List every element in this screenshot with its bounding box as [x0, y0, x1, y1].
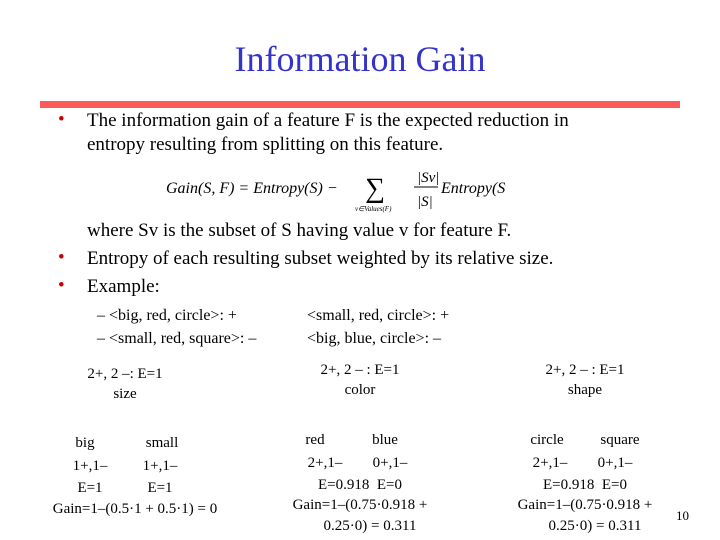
shape-counts-square: 0+,1– — [597, 455, 633, 471]
shape-branch-square: square — [600, 432, 640, 448]
slide-title: Information Gain — [234, 39, 486, 79]
example-right-2: <big, blue, circle>: – — [307, 330, 442, 347]
color-gain-line-2: 0.25·0) = 0.311 — [323, 518, 417, 534]
shape-entropies: E=0.918 E=0 — [543, 477, 627, 493]
example-left-1: – <big, red, circle>: + — [97, 307, 237, 324]
size-split-feature: size — [113, 386, 137, 402]
color-branch-red: red — [305, 432, 325, 448]
shape-gain-line-2: 0.25·0) = 0.311 — [548, 518, 642, 534]
bullet-1-line-1: The information gain of a feature F is t… — [87, 110, 569, 131]
information-gain-formula: Gain(S, F) = Entropy(S) − ∑ v∈Values(F) … — [166, 170, 506, 213]
formula-numerator: |Sv| — [417, 170, 439, 186]
size-counts-small: 1+,1– — [142, 458, 178, 474]
where-line: where Sv is the subset of S having value… — [87, 220, 512, 241]
bullet-1-line-2: entropy resulting from splitting on this… — [87, 134, 444, 155]
size-branch-small: small — [145, 435, 179, 451]
shape-counts-circle: 2+,1– — [532, 455, 568, 471]
example-left-2: – <small, red, square>: – — [97, 330, 257, 347]
example-right-1: <small, red, circle>: + — [307, 307, 450, 324]
color-gain-line-1: Gain=1–(0.75·0.918 + — [292, 497, 428, 513]
shape-branch-circle: circle — [530, 432, 564, 448]
shape-split-feature: shape — [567, 382, 603, 398]
shape-gain-line-1: Gain=1–(0.75·0.918 + — [517, 497, 653, 513]
formula-denominator: |S| — [417, 194, 433, 210]
page-number: 10 — [676, 508, 689, 523]
color-split-feature: color — [344, 382, 376, 398]
bullet-2: Entropy of each resulting subset weighte… — [87, 248, 554, 269]
shape-split-header: 2+, 2 – : E=1 — [545, 362, 625, 378]
size-entropy-small: E=1 — [147, 480, 173, 496]
bullet-marker-3: • — [58, 275, 65, 296]
formula-sigma: ∑ — [365, 173, 385, 204]
size-counts-big: 1+,1– — [72, 458, 108, 474]
color-split-header: 2+, 2 – : E=1 — [320, 362, 400, 378]
size-split-header: 2+, 2 –: E=1 — [87, 366, 163, 382]
color-counts-blue: 0+,1– — [372, 455, 408, 471]
size-entropy-big: E=1 — [77, 480, 103, 496]
color-counts-red: 2+,1– — [307, 455, 343, 471]
bullet-marker-2: • — [58, 247, 65, 268]
formula-lhs: Gain(S, F) = Entropy(S) − — [166, 180, 338, 197]
color-entropies: E=0.918 E=0 — [318, 477, 402, 493]
size-branch-big: big — [75, 435, 95, 451]
formula-rhs: Entropy(Sv) — [440, 180, 506, 197]
size-gain: Gain=1–(0.5·1 + 0.5·1) = 0 — [52, 501, 218, 517]
bullet-3: Example: — [87, 276, 160, 297]
title-divider — [40, 101, 680, 108]
color-branch-blue: blue — [372, 432, 398, 448]
formula-sum-subscript: v∈Values(F) — [355, 205, 392, 213]
bullet-marker-1: • — [58, 109, 65, 130]
